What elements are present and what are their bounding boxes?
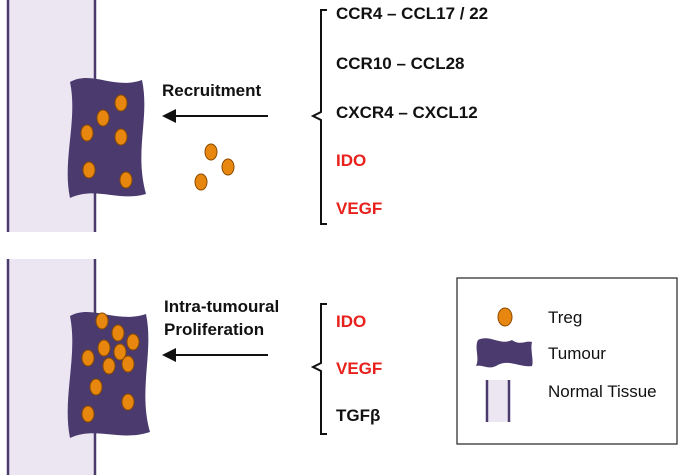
factor-ccr10: CCR10 – CCL28 bbox=[336, 54, 465, 73]
treg bbox=[126, 333, 140, 351]
treg bbox=[82, 161, 96, 179]
proliferation-arrow bbox=[162, 348, 268, 362]
top-tumour-tregs bbox=[80, 94, 133, 189]
bottom-tumour-tregs bbox=[81, 312, 140, 423]
treg bbox=[121, 393, 135, 411]
factor-tgfb: TGFβ bbox=[336, 406, 380, 425]
top-factor-list: CCR4 – CCL17 / 22 CCR10 – CCL28 CXCR4 – … bbox=[336, 4, 488, 218]
treg bbox=[121, 355, 135, 373]
factor-vegf: VEGF bbox=[336, 359, 382, 378]
bottom-factor-list: IDO VEGF TGFβ bbox=[336, 312, 382, 425]
top-tumour bbox=[67, 78, 146, 198]
treg bbox=[80, 124, 94, 142]
treg bbox=[97, 339, 111, 357]
factor-ido: IDO bbox=[336, 151, 366, 170]
treg bbox=[95, 312, 109, 330]
treg bbox=[204, 143, 218, 161]
treg bbox=[96, 109, 110, 127]
factor-ccr4: CCR4 – CCL17 / 22 bbox=[336, 4, 488, 23]
bottom-tumour bbox=[67, 312, 150, 438]
recruitment-arrow bbox=[162, 109, 268, 123]
legend-label-tumour: Tumour bbox=[548, 344, 606, 363]
proliferation-label-line2: Proliferation bbox=[164, 320, 264, 339]
migrating-tregs bbox=[194, 143, 235, 191]
factor-ido: IDO bbox=[336, 312, 366, 331]
treg bbox=[89, 378, 103, 396]
treg bbox=[114, 94, 128, 112]
treg bbox=[113, 343, 127, 361]
top-panel: Recruitment CCR4 – CCL17 / 22 CCR10 – CC… bbox=[6, 0, 488, 232]
treg bbox=[81, 349, 95, 367]
treg bbox=[114, 128, 128, 146]
treg bbox=[221, 158, 235, 176]
treg bbox=[194, 173, 208, 191]
treg bbox=[81, 405, 95, 423]
treg bbox=[111, 324, 125, 342]
proliferation-label-line1: Intra-tumoural bbox=[164, 297, 279, 316]
recruitment-label: Recruitment bbox=[162, 81, 262, 100]
treg-icon bbox=[497, 307, 513, 327]
bottom-brace bbox=[310, 303, 327, 435]
top-brace bbox=[310, 9, 327, 225]
treg bbox=[102, 357, 116, 375]
factor-cxcr4: CXCR4 – CXCL12 bbox=[336, 103, 478, 122]
normal-tissue-icon bbox=[485, 380, 511, 422]
tumour-icon bbox=[476, 338, 533, 368]
factor-vegf: VEGF bbox=[336, 199, 382, 218]
legend: Treg Tumour Normal Tissue bbox=[456, 277, 678, 445]
treg bbox=[119, 171, 133, 189]
legend-label-normal-tissue: Normal Tissue bbox=[548, 382, 657, 401]
legend-label-treg: Treg bbox=[548, 308, 582, 327]
bottom-panel: Intra-tumoural Proliferation IDO VEGF TG… bbox=[6, 259, 382, 475]
